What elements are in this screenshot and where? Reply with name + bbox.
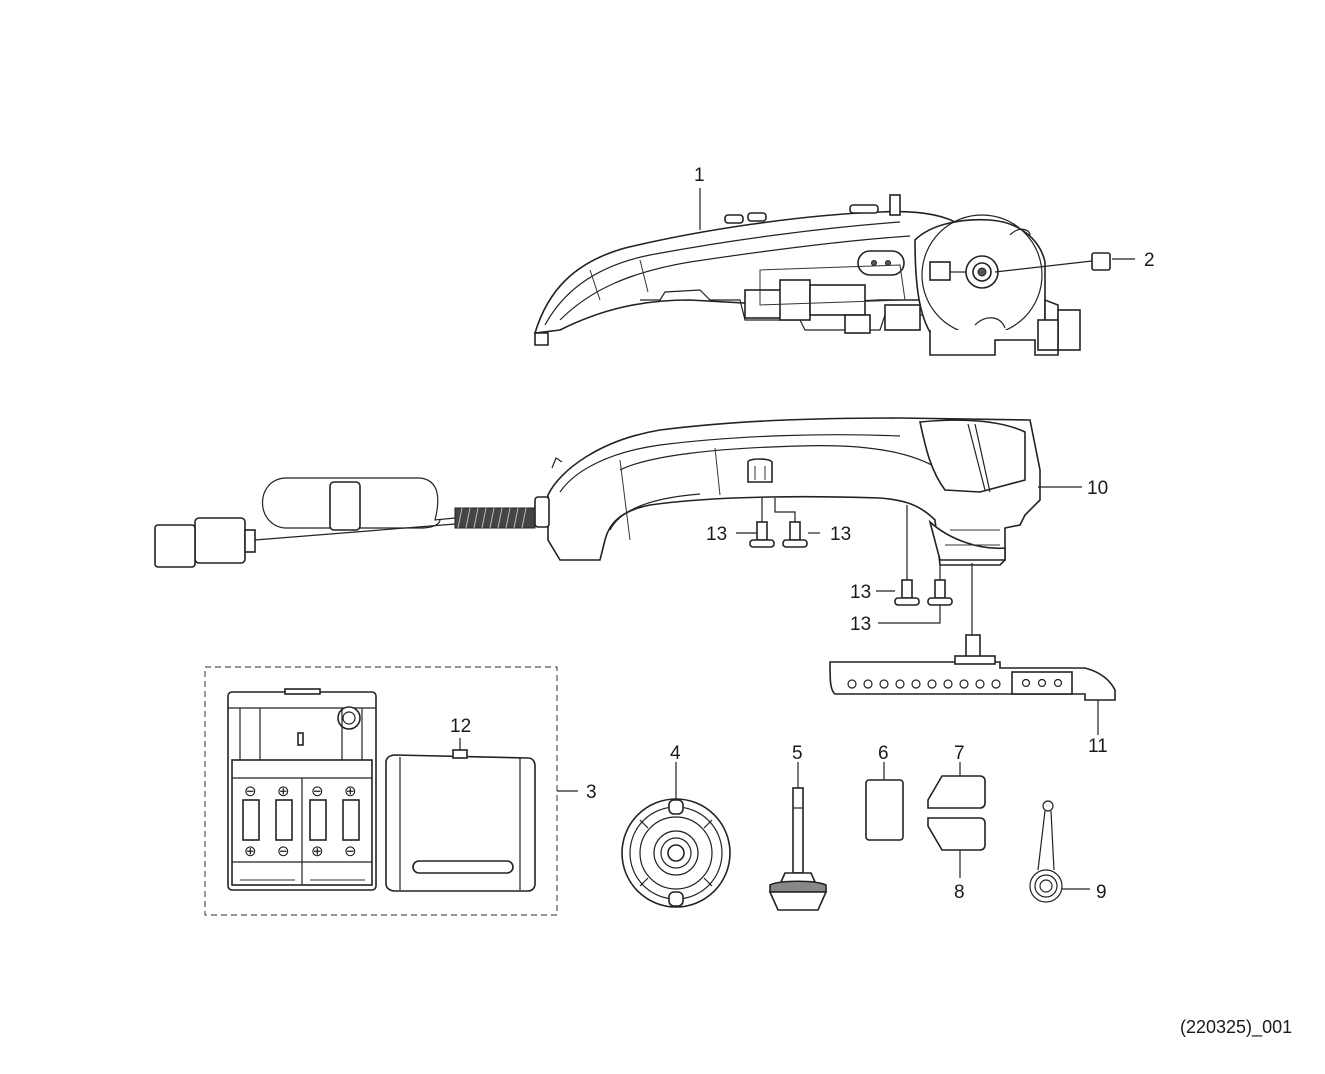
svg-text:⊖: ⊖ <box>244 783 257 800</box>
part-9-spring <box>1029 800 1090 903</box>
part-11-rail <box>829 563 1116 701</box>
part-7-pad <box>927 762 986 809</box>
part-2-small-cap <box>1091 252 1111 271</box>
part-1-upper-handle <box>533 194 1081 356</box>
callout-3: 3 <box>586 782 597 803</box>
part-13-screw-c <box>894 505 920 606</box>
part-13-screw-a <box>749 498 775 548</box>
svg-text:⊕: ⊕ <box>311 843 324 860</box>
part-13-screw-d <box>927 579 953 606</box>
callout-13-d: 13 <box>850 614 871 635</box>
drawing-reference-code: (220325)_001 <box>1180 1017 1293 1037</box>
callout-9: 9 <box>1096 882 1107 903</box>
svg-text:⊕: ⊕ <box>244 843 257 860</box>
callout-7: 7 <box>954 743 965 764</box>
callout-12: 12 <box>450 716 471 737</box>
svg-text:⊕: ⊕ <box>277 783 290 800</box>
svg-text:⊕: ⊕ <box>344 783 357 800</box>
part-8-pad <box>927 817 986 878</box>
callout-2: 2 <box>1144 250 1155 271</box>
part-3-battery-holder: ⊖ ⊕ ⊖ ⊕ ⊕ ⊖ ⊕ ⊖ <box>227 688 377 891</box>
part-13-screw-b <box>774 498 808 548</box>
part-10-lower-handle <box>154 417 1041 568</box>
svg-text:⊖: ⊖ <box>277 843 290 860</box>
callout-5: 5 <box>792 743 803 764</box>
callout-10: 10 <box>1087 478 1108 499</box>
svg-text:⊖: ⊖ <box>344 843 357 860</box>
part-4-round-cap <box>621 762 731 908</box>
callout-1: 1 <box>694 165 705 186</box>
part-5-pin <box>768 762 828 911</box>
svg-text:⊖: ⊖ <box>311 783 324 800</box>
callout-13-c: 13 <box>850 582 871 603</box>
leader-lines <box>557 188 1135 792</box>
callout-6: 6 <box>878 743 889 764</box>
callout-13-b: 13 <box>830 524 851 545</box>
part-3-battery-cover <box>385 738 536 892</box>
callout-11: 11 <box>1088 736 1108 757</box>
part-6-pad <box>865 762 904 841</box>
callout-13-a: 13 <box>706 524 727 545</box>
callout-4: 4 <box>670 743 681 764</box>
callout-8: 8 <box>954 882 965 903</box>
